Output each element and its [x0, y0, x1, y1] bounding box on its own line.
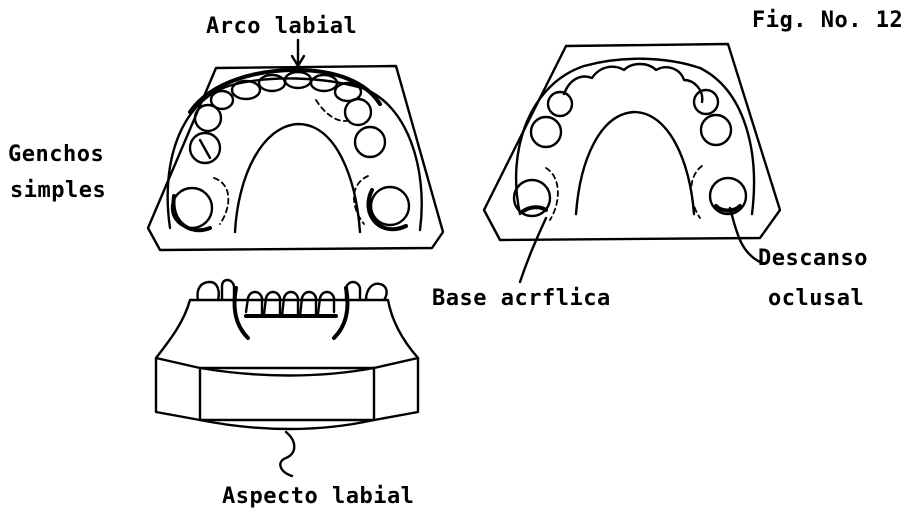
- aspecto-labial-arrow: [280, 432, 294, 476]
- label-descanso-line1: Descanso: [758, 248, 868, 270]
- labial-aspect-view: [156, 280, 418, 476]
- label-base-acrilica: Base acrflica: [432, 288, 611, 310]
- left-inner-arch: [235, 124, 360, 232]
- left-posterior-teeth-left: [172, 105, 221, 228]
- right-posterior-teeth: [514, 90, 746, 216]
- label-ganchos-line1: Genchos: [8, 144, 104, 166]
- figure-number: Fig. No. 12: [752, 10, 903, 32]
- label-descanso-line2: oclusal: [768, 288, 864, 310]
- left-dashed-outline-1: [214, 178, 228, 224]
- labial-teeth: [198, 280, 387, 316]
- label-ganchos-line2: simples: [10, 180, 106, 202]
- left-arch-occlusal-view: [148, 40, 443, 250]
- right-inner-arch: [576, 112, 694, 214]
- labial-gum-line: [156, 300, 418, 358]
- right-outer-arch: [516, 59, 754, 214]
- left-outer-arch: [168, 78, 422, 230]
- labial-clasp-right: [334, 288, 348, 338]
- occlusal-rest-right: [716, 206, 740, 211]
- base-acrilica-leader: [520, 218, 546, 282]
- label-aspecto-labial: Aspecto labial: [222, 486, 414, 508]
- descanso-oclusal-leader: [730, 208, 760, 262]
- label-arco-labial: Arco labial: [206, 16, 357, 38]
- right-arch-occlusal-view: [484, 44, 780, 282]
- right-anterior-teeth: [564, 64, 702, 102]
- simple-clasp-left: [173, 196, 210, 230]
- labial-base-block: [156, 358, 418, 420]
